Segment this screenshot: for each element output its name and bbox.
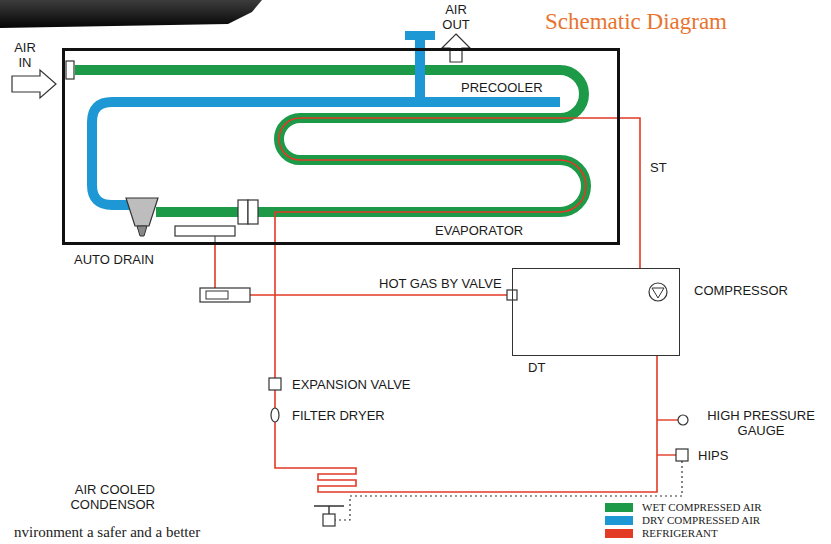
inlet-flange <box>66 61 74 79</box>
line-label: ST <box>648 160 669 175</box>
component-label: FILTER DRYER <box>292 408 385 423</box>
component-label: COMPRESSOR <box>694 283 788 298</box>
port-label: AIR IN <box>10 40 40 70</box>
sensor-label: DT <box>528 360 545 375</box>
fan-motor-symbol <box>323 514 335 526</box>
fan-bracket <box>314 506 344 514</box>
wet-air-pipe <box>75 70 586 212</box>
pump-symbol <box>649 283 667 301</box>
legend-text: REFRIGERANT <box>642 527 718 539</box>
switch-tap <box>657 454 676 455</box>
component-label: AUTO DRAIN <box>74 252 154 267</box>
expansion-valve-symbol <box>269 378 281 390</box>
section-label: PRECOOLER <box>461 80 543 95</box>
pressure-switch-symbol <box>676 449 688 461</box>
component-label: EXPANSION VALVE <box>292 377 411 392</box>
pressure-gauge-symbol <box>678 415 688 425</box>
product-photo-edge <box>0 0 262 28</box>
legend-swatch <box>605 529 633 538</box>
legend-text: WET COMPRESSED AIR <box>642 501 762 513</box>
hot-gas-valve-coil <box>206 291 228 299</box>
auto-drain-nozzle <box>137 226 147 236</box>
component-label: AIR COOLED CONDENSOR <box>40 482 155 512</box>
section-label: EVAPORATOR <box>435 223 523 238</box>
filter-dryer-symbol <box>271 408 279 422</box>
component-label: HIPS <box>698 448 728 463</box>
auto-drain-bowl <box>126 198 158 226</box>
pump-triangle <box>652 288 664 298</box>
cropped-body-text: nvironment a safer and a better <box>14 523 200 541</box>
refrigerant-line <box>620 118 640 268</box>
drain-timer <box>175 226 235 236</box>
air-outlet-tee <box>405 31 435 40</box>
compressor-box: COMPRESSOR <box>512 268 680 356</box>
diagram-title: Schematic Diagram <box>545 8 727 35</box>
separator-flange <box>248 200 258 224</box>
evaporator-refrigerant-line <box>275 118 620 245</box>
air-in-arrow <box>12 70 56 98</box>
control-wire <box>335 461 682 520</box>
separator-flange <box>238 200 248 224</box>
refrigerant-line <box>215 245 512 295</box>
hot-gas-valve-body <box>200 288 250 302</box>
port-label: AIR OUT <box>440 2 472 32</box>
legend-swatch <box>605 516 633 525</box>
component-label: HIGH PRESSURE GAUGE <box>702 408 820 438</box>
line-label: HOT GAS BY VALVE <box>377 276 504 291</box>
dryer-housing: PRECOOLER EVAPORATOR <box>62 48 620 245</box>
gauge-tap <box>657 419 678 420</box>
legend-text: DRY COMPRESSED AIR <box>642 514 760 526</box>
refrigerant-line <box>275 245 657 492</box>
legend-swatch <box>605 503 633 512</box>
